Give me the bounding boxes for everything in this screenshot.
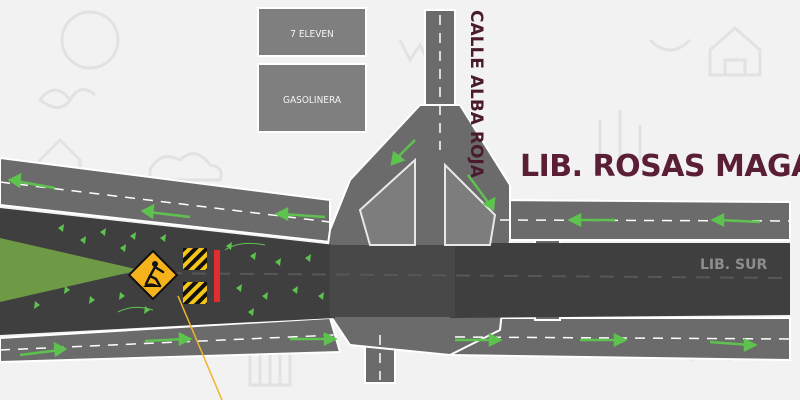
- central-lane-junction: [330, 245, 455, 317]
- arrow-icon: [34, 301, 40, 309]
- arrow-icon: [7, 172, 56, 190]
- dirt-pile: [143, 283, 161, 287]
- arrow-icon: [275, 258, 281, 266]
- arrow-icon: [130, 232, 136, 240]
- lane-line: [0, 181, 331, 223]
- plant-icon: [37, 88, 96, 109]
- arrow-icon: [250, 252, 256, 260]
- building-gasolinera-shape: [257, 63, 367, 133]
- arrow-icon: [710, 212, 761, 228]
- arrow-icon: [580, 332, 628, 348]
- arrow-icon: [236, 284, 242, 292]
- road-work-sign-icon: [127, 249, 179, 301]
- grass-wedge: [0, 238, 140, 302]
- pointer-line: [177, 295, 223, 400]
- building-7eleven: 7 ELEVEN: [257, 7, 367, 57]
- interchange-islands: [358, 157, 497, 246]
- buildings-icon: [598, 110, 642, 160]
- arrow-icon: [58, 224, 64, 232]
- worker-figure: [144, 265, 165, 288]
- cloud-icon: [148, 152, 223, 182]
- decor-circle: [60, 10, 120, 70]
- lane-chevrons: [34, 224, 324, 316]
- arrow-icon: [248, 308, 254, 316]
- arrow-icon: [318, 292, 324, 300]
- decor-curve: [648, 38, 692, 52]
- guide-line: [224, 242, 266, 251]
- arrow-icon: [160, 234, 166, 242]
- upper-right-road: [489, 198, 791, 241]
- arrow-icon: [19, 341, 68, 358]
- arrow-icon: [466, 174, 496, 212]
- arrow-icon: [120, 244, 126, 252]
- arrow-icon: [290, 331, 338, 347]
- traffic-arrows: [7, 139, 761, 358]
- arrow-icon: [140, 203, 191, 220]
- arrow-icon: [100, 228, 106, 236]
- house-icon: [708, 26, 762, 77]
- map-title: LIB. ROSAS MAGALLÓN: [520, 147, 800, 184]
- striped-barrier-icon: [183, 248, 207, 270]
- worker-head: [152, 261, 158, 267]
- arrow-icon: [64, 286, 70, 294]
- sign-diamond: [127, 249, 179, 301]
- arrow-icon: [89, 296, 95, 304]
- work-zone: [183, 248, 220, 304]
- cross-street-label: CALLE ALBA ROJA: [466, 10, 486, 179]
- arrow-icon: [567, 212, 615, 228]
- striped-barrier-icon: [183, 282, 207, 304]
- guide-line: [117, 306, 154, 313]
- building-7eleven-shape: [257, 7, 367, 57]
- arrow-icon: [709, 337, 758, 353]
- arrow-icon: [305, 254, 311, 262]
- arrow-icon: [455, 332, 503, 348]
- central-lane-right: [450, 243, 790, 318]
- island-right: [444, 162, 497, 246]
- guide-lines: [117, 242, 266, 313]
- arrow-icon: [144, 331, 193, 347]
- lane-closure-bar: [214, 250, 220, 302]
- building-gasolinera-label: GASOLINERA: [283, 95, 342, 106]
- arrow-icon: [390, 139, 416, 166]
- building-icon: [248, 348, 292, 387]
- arrow-icon: [119, 292, 125, 300]
- arrow-icon: [226, 242, 232, 250]
- island-left: [358, 157, 416, 246]
- building-7eleven-label: 7 ELEVEN: [290, 29, 334, 40]
- lane-label: LIB. SUR: [700, 257, 767, 273]
- arrow-icon: [262, 292, 268, 300]
- arrow-icon: [80, 236, 86, 244]
- building-gasolinera: GASOLINERA: [257, 63, 367, 133]
- arrow-icon: [292, 286, 298, 294]
- arrow-icon: [274, 206, 326, 222]
